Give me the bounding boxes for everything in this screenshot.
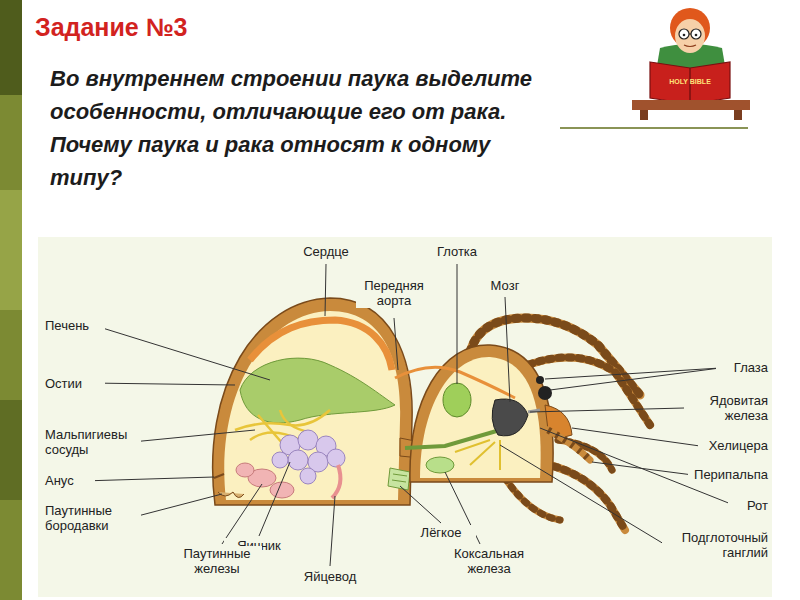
slide-title: Задание №3 bbox=[35, 12, 187, 42]
leader-lines bbox=[82, 264, 736, 566]
part-label: Яйцевод bbox=[292, 569, 368, 584]
rule-line bbox=[560, 127, 748, 129]
side-bar-segment bbox=[0, 400, 22, 500]
part-label: Подглоточный ганглий bbox=[662, 530, 768, 560]
part-label: Мозг bbox=[480, 278, 530, 293]
part-label: Мальпигиевы сосуды bbox=[45, 427, 141, 457]
part-label: Глотка bbox=[427, 244, 487, 259]
part-label: Хелицера bbox=[698, 438, 768, 453]
part-label: Глаза bbox=[716, 360, 768, 375]
part-label: Лёгкое bbox=[406, 525, 476, 540]
part-label: Сердце bbox=[296, 244, 356, 259]
task-question: Во внутреннем строении паука выделите ос… bbox=[50, 62, 550, 194]
side-bar-segment bbox=[0, 190, 22, 310]
part-label: Ядовитая железа bbox=[686, 393, 768, 423]
part-label: Паутинные бородавки bbox=[45, 503, 141, 533]
side-bar-segment bbox=[0, 0, 22, 95]
part-label: Остии bbox=[45, 376, 105, 391]
diagram-panel bbox=[38, 237, 772, 597]
part-label: Анус bbox=[45, 473, 95, 488]
part-label: Коксальная железа bbox=[440, 546, 538, 576]
side-bar bbox=[0, 0, 22, 600]
part-label: Печень bbox=[45, 318, 105, 333]
part-label: Перипальпа bbox=[688, 467, 768, 482]
spider-illustration bbox=[213, 298, 650, 530]
part-label: Рот bbox=[728, 498, 768, 513]
part-label: Паутинные железы bbox=[172, 546, 262, 576]
book-title: HOLY BIBLE bbox=[652, 78, 728, 86]
reader-cartoon bbox=[632, 8, 750, 120]
part-label: Передняя аорта bbox=[356, 278, 432, 308]
